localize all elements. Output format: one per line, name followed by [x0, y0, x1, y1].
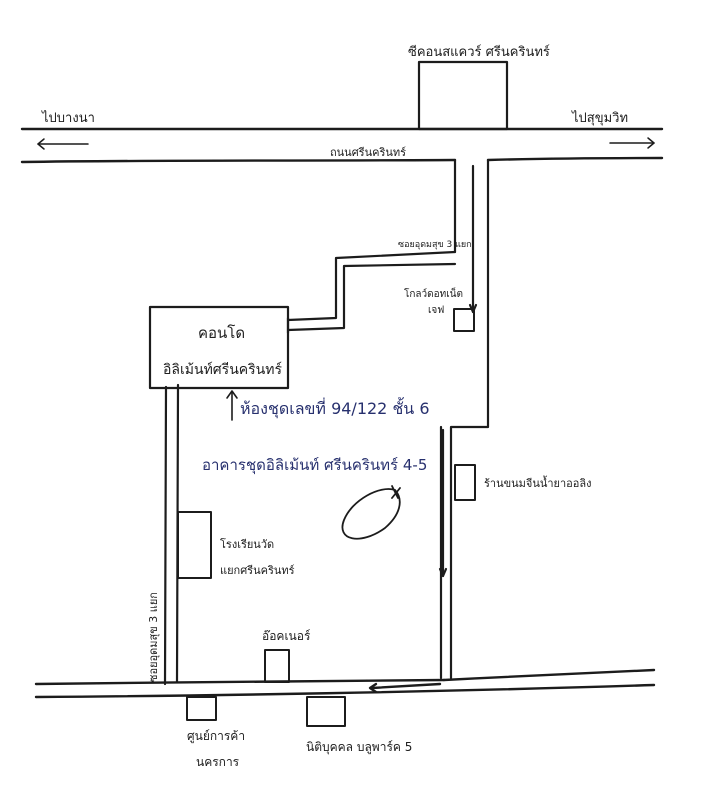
main-road-label: ถนนศรีนครินทร์: [330, 146, 406, 159]
bottom-center-shop-box: [264, 649, 290, 683]
shop-top-right-label: โกลว์ดอทเน็ต: [404, 286, 463, 300]
bottom-right-shop-box: [306, 696, 346, 727]
left-soi-road: [163, 383, 180, 686]
landmark-building: [417, 60, 509, 131]
condo-label-line2: อิลิเม้นท์ศรีนครินทร์: [163, 361, 282, 378]
left-direction-label: ไปบางนา: [41, 110, 95, 126]
condo-label-line1: คอนโด: [198, 324, 245, 342]
bottom-left-shop-label-line1: ศูนย์การค้า: [187, 729, 245, 744]
landmark-top-label: ซีคอนสแควร์ ศรีนครินทร์: [408, 44, 550, 60]
shop-top-right-box: [453, 308, 475, 332]
right-direction-label: ไปสุขุมวิท: [571, 110, 628, 126]
right-shop-box: [454, 464, 476, 501]
location-marker-icon: [341, 485, 401, 540]
bottom-road: [34, 668, 656, 699]
right-arrow-icon: [609, 137, 655, 149]
room-label-line1: ห้องชุดเลขที่ 94/122 ชั้น 6: [240, 397, 430, 419]
left-shop-label-line1: โรงเรียนวัด: [220, 537, 274, 551]
bottom-center-shop-label: อ๊อคเนอร์: [262, 629, 311, 643]
room-label-line2: อาคารชุดอิลิเม้นท์ ศรีนครินทร์ 4-5: [202, 456, 427, 475]
right-shop-label: ร้านขนมจีนน้ำยาออลิง: [484, 475, 592, 490]
condo-box: [148, 305, 290, 390]
soi-entrance-label: ซอยอุดมสุข 3 แยก: [398, 240, 472, 250]
shop-top-right-label-2: เจฟ: [428, 305, 444, 316]
bottom-left-shop-box: [186, 696, 217, 721]
left-shop-box: [177, 511, 212, 579]
up-arrow-icon: [226, 390, 238, 421]
inner-branch-road: [286, 250, 457, 332]
bottom-left-shop-label-line2: นครการ: [196, 755, 240, 769]
left-vertical-road-label: ซอยอุดมสุข 3 แยก: [147, 592, 160, 682]
left-arrow-icon: [37, 138, 89, 150]
bottom-right-shop-label: นิติบุคคล บลูพาร์ค 5: [306, 740, 412, 755]
right-soi-road: [438, 158, 490, 680]
left-shop-label-line2: แยกศรีนครินทร์: [220, 564, 295, 577]
main-road: [20, 127, 664, 164]
